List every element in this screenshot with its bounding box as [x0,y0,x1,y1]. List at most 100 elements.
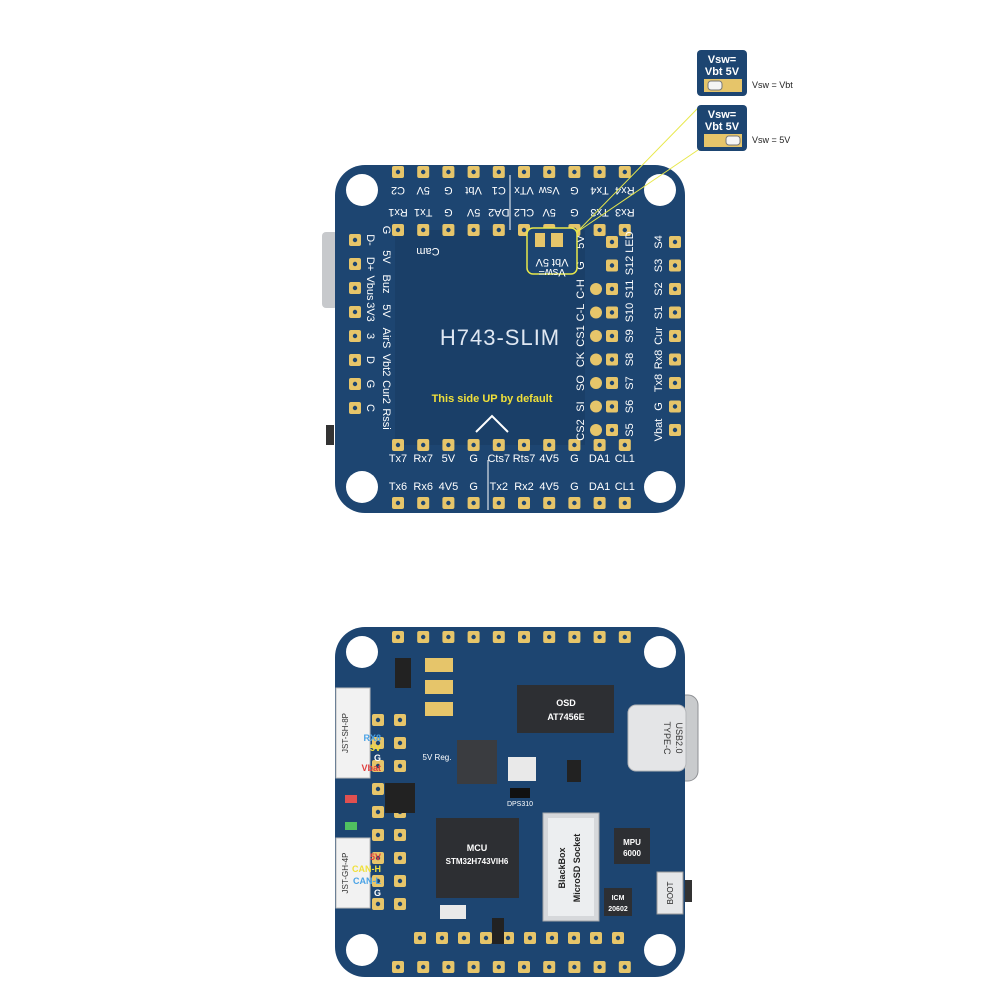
pad-hole [375,786,381,792]
pin-label-bottom-inner: DA1 [589,453,610,465]
pad-hole [375,717,381,723]
pad-hole [446,169,451,175]
pad-hole [672,310,678,315]
pin-label-top-inner: G [570,206,579,218]
pin-label-bottom-outer: Tx2 [490,481,508,493]
pin-label-bottom-outer: G [570,481,579,493]
pad-hole [352,357,358,363]
pad-hole [375,763,381,769]
pin-label-usb: G [364,380,376,389]
pin-label-right-outer: Vbat [653,419,665,442]
pin-label-top-inner: Rx1 [388,206,408,218]
pad-hole [397,832,403,838]
pin-label-bottom-outer: Rx6 [413,481,433,493]
capacitor [425,658,453,672]
pin-label-left: Rssi [380,408,392,429]
pad-hole [397,901,403,907]
pin-label-top-inner: Tx1 [414,206,432,218]
pin-label-mid: CK [575,351,587,367]
pad-hole [547,964,552,970]
jst-gh-connector [335,837,371,909]
pin-label-usb: 3 [364,333,376,339]
pad-hole [397,855,403,861]
pad-hole [471,442,476,448]
pad-hole [672,357,678,362]
pin-label-right-inner: LED [624,231,636,252]
pin-label-left: G [380,226,392,235]
usb-label-1: TYPE-C [662,721,672,755]
pad-hole [395,169,401,175]
pad-hole [505,935,511,941]
solder-pad [590,283,602,295]
solder-pad [590,424,602,436]
pad-hole [609,310,615,315]
pin-label-top-outer: G [570,184,579,196]
vsw-legend-caption: Vsw = 5V [752,135,790,145]
solder-pad [590,306,602,319]
baro-chip [510,788,530,798]
pin-label-right-inner: S5 [624,423,636,436]
cam-label: Cam [416,245,439,257]
pad-hole [471,500,476,506]
mount-hole-br [644,934,676,966]
vsw-legend-line1: Vsw= [708,109,736,121]
pin-label-left: 5V [380,250,392,264]
pin-label-top-inner: Rx3 [615,206,635,218]
component [385,783,415,813]
pad-hole [395,964,401,970]
jst-sh-connector [335,687,371,779]
pad-hole [547,634,552,640]
boot-label: BOOT [666,882,675,905]
vsw-pad-line1: Vsw= [538,266,565,278]
pin-label-top-outer: Vsw [539,184,560,196]
pin-label-mid: CS1 [575,325,587,346]
jst-sh-pin-label: 5V [370,743,381,753]
pad-hole [609,357,615,362]
boot-switch-side [682,880,692,902]
osd-name: OSD [556,698,576,708]
pin-label-usb: D- [364,234,376,246]
pin-label-right-inner: S6 [624,400,636,413]
led-red [345,795,357,803]
pin-label-mid: CS2 [575,419,587,440]
pin-label-right-outer: S4 [653,235,665,248]
pad-hole [397,740,403,746]
jst-sh-pin-label: G [374,753,381,763]
pin-label-bottom-outer: Tx6 [389,481,407,493]
regulator-label: 5V Reg. [423,753,452,762]
pad-hole [571,935,577,941]
jst-sh-label: JST-SH-8P [341,713,350,753]
switch-side [326,425,334,445]
pad-hole [375,740,381,746]
pad-hole [352,237,358,243]
pad-hole [597,227,602,233]
pin-label-top-outer: VTx [514,184,534,196]
pad-hole [547,442,552,448]
pin-label-top-outer: 5V [416,184,430,196]
pad-hole [672,404,678,409]
pin-label-right-outer: S1 [653,306,665,319]
pin-label-bottom-outer: DA1 [589,481,610,493]
pad-hole [622,634,627,640]
solder-pad [590,330,602,342]
pin-label-right-outer: Rx8 [653,350,665,370]
pad-hole [471,634,476,640]
pin-label-bottom-inner: G [570,453,579,465]
solder-pad [590,400,602,413]
mount-hole-tr [644,174,676,206]
pad-hole [395,227,401,233]
pad-hole [446,442,451,448]
pin-label-left: Vbt2 [380,354,392,377]
pad-hole [521,227,527,233]
pin-label-usb: D [364,356,376,364]
component [395,658,411,688]
pad-hole [461,935,467,941]
pad-hole [496,169,501,175]
pad-hole [572,500,577,506]
pad-hole [421,227,426,233]
pin-label-top-inner: 5V [542,206,556,218]
pad-hole [483,935,489,941]
pin-label-mid: G [575,261,587,270]
pin-label-top-outer: Vbt [465,184,482,196]
